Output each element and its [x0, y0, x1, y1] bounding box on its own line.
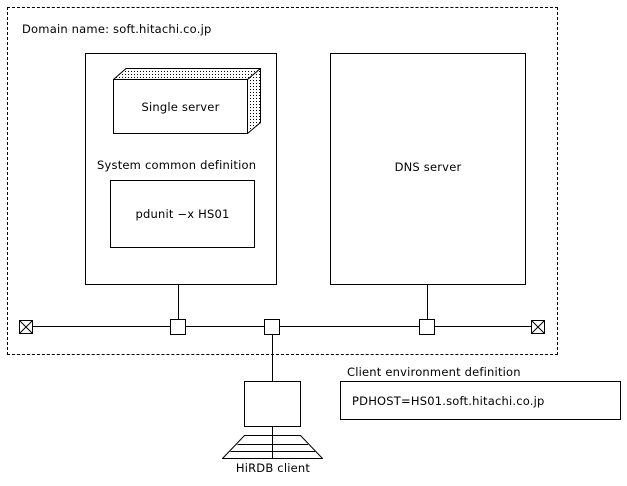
- system-common-definition-box: [110, 180, 255, 248]
- client-environment-definition-box: [340, 381, 621, 420]
- domain-name-label: Domain name: soft.hitachi.co.jp: [22, 22, 212, 36]
- bus-tap-server-icon: [170, 319, 186, 335]
- bus-terminator-right-icon: [531, 320, 545, 334]
- dns-server-box: [330, 53, 526, 285]
- single-server-front-face: [113, 79, 248, 134]
- network-bus-line: [25, 326, 544, 327]
- dns-server-label: DNS server: [394, 160, 462, 174]
- bus-tap-client-icon: [264, 319, 280, 335]
- bus-tap-dns-icon: [419, 319, 435, 335]
- pdhost-statement: PDHOST=HS01.soft.hitachi.co.jp: [352, 393, 545, 408]
- server-drop-line: [178, 285, 179, 319]
- client-monitor-icon: [244, 381, 301, 427]
- client-monitor-stand-icon: [272, 427, 273, 436]
- bus-terminator-left-icon: [19, 320, 33, 334]
- single-server-side-face: [247, 68, 261, 134]
- single-server-label: Single server: [141, 99, 220, 114]
- single-server-block: Single server: [113, 68, 261, 134]
- client-environment-definition-label: Client environment definition: [347, 365, 521, 379]
- pdunit-statement: pdunit −x HS01: [135, 207, 230, 221]
- system-common-definition-label: System common definition: [97, 158, 257, 172]
- domain-boundary: [7, 7, 558, 355]
- client-drop-line: [272, 335, 273, 381]
- dns-drop-line: [427, 285, 428, 319]
- client-keyboard-icon: [222, 435, 323, 459]
- hirdb-client-label: HiRDB client: [235, 461, 311, 475]
